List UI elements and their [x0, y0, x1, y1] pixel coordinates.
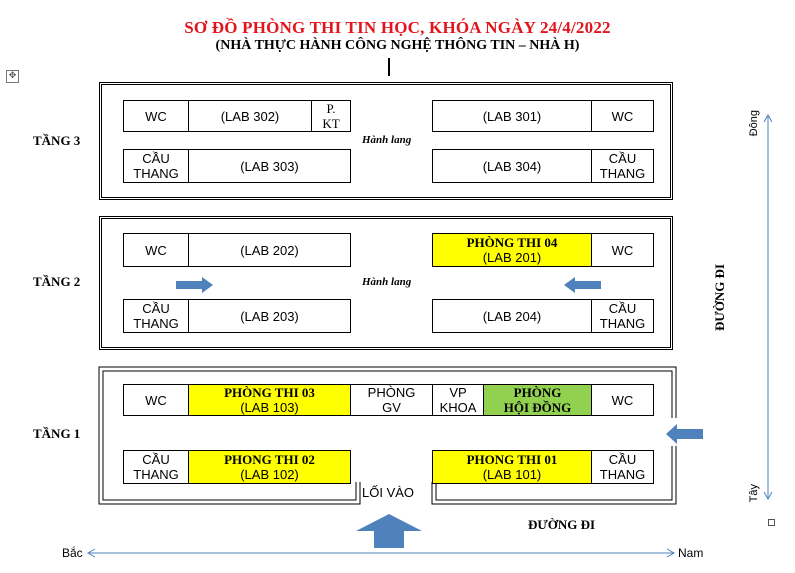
east-label: Đông [748, 110, 760, 137]
road-side-label: ĐƯỜNG ĐI [712, 264, 727, 332]
f3-stairs-right: CẦU THANG [591, 149, 654, 183]
f3-lab-304: (LAB 304) [432, 149, 592, 183]
f1-stairs-right: CẦU THANG [591, 450, 654, 484]
f2-corridor-label: Hành lang [362, 276, 412, 288]
f1-exam-room-02: PHONG THI 02 (LAB 102) [188, 450, 351, 484]
floor-1-frame [98, 366, 677, 505]
f1-wc-right: WC [591, 384, 654, 416]
f3-stairs-left: CẦU THANG [123, 149, 189, 183]
f3-wc-left: WC [123, 100, 189, 132]
f1-exam-room-01: PHONG THI 01 (LAB 101) [432, 450, 592, 484]
floor-2-frame [99, 216, 673, 350]
floor-1-label: TẦNG 1 [33, 426, 81, 441]
f3-lab-303: (LAB 303) [188, 149, 351, 183]
f2-wc-left: WC [123, 233, 189, 267]
anchor-square [768, 519, 775, 526]
f3-corridor-label: Hành lang [362, 134, 412, 146]
floor-3-label: TẦNG 3 [33, 133, 81, 148]
entrance-arrow-up-icon [356, 514, 422, 548]
north-south-axis [86, 548, 676, 558]
f3-lab-301: (LAB 301) [432, 100, 592, 132]
arrow-right-icon [176, 277, 213, 293]
f1-council-room: PHÒNG HỘI ĐỒNG [483, 384, 592, 416]
page-subtitle: (NHÀ THỰC HÀNH CÔNG NGHỆ THÔNG TIN – NHÀ… [215, 38, 580, 53]
f2-lab-202: (LAB 202) [188, 233, 351, 267]
f2-stairs-left: CẦU THANG [123, 299, 189, 333]
f3-p-kt: P. KT [311, 100, 351, 132]
f2-stairs-right: CẦU THANG [591, 299, 654, 333]
f1-faculty-office: VP KHOA [432, 384, 484, 416]
f3-lab-302: (LAB 302) [188, 100, 312, 132]
floor-2-label: TẦNG 2 [33, 274, 81, 289]
f1-teacher-room: PHÒNG GV [350, 384, 433, 416]
arrow-left-icon [564, 277, 601, 293]
f1-exam-room-03: PHÒNG THI 03 (LAB 103) [188, 384, 351, 416]
north-label: Bắc [62, 546, 83, 560]
divider-tick [388, 58, 390, 76]
f2-lab-204: (LAB 204) [432, 299, 592, 333]
south-label: Nam [678, 546, 704, 560]
f2-exam-room-04: PHÒNG THI 04 (LAB 201) [432, 233, 592, 267]
f1-wc-left: WC [123, 384, 189, 416]
west-label: Tây [748, 484, 760, 503]
entrance-arrow-left-icon [666, 424, 703, 444]
road-bottom-label: ĐƯỜNG ĐI [528, 517, 596, 532]
f2-wc-right: WC [591, 233, 654, 267]
f2-lab-203: (LAB 203) [188, 299, 351, 333]
floor-3-frame [99, 82, 673, 200]
move-handle-icon[interactable]: ✥ [6, 70, 19, 83]
f3-wc-right: WC [591, 100, 654, 132]
entrance-label: LỐI VÀO [362, 485, 415, 500]
page-title: SƠ ĐỒ PHÒNG THI TIN HỌC, KHÓA NGÀY 24/4/… [184, 18, 611, 37]
f1-stairs-left: CẦU THANG [123, 450, 189, 484]
east-west-axis [763, 113, 773, 501]
